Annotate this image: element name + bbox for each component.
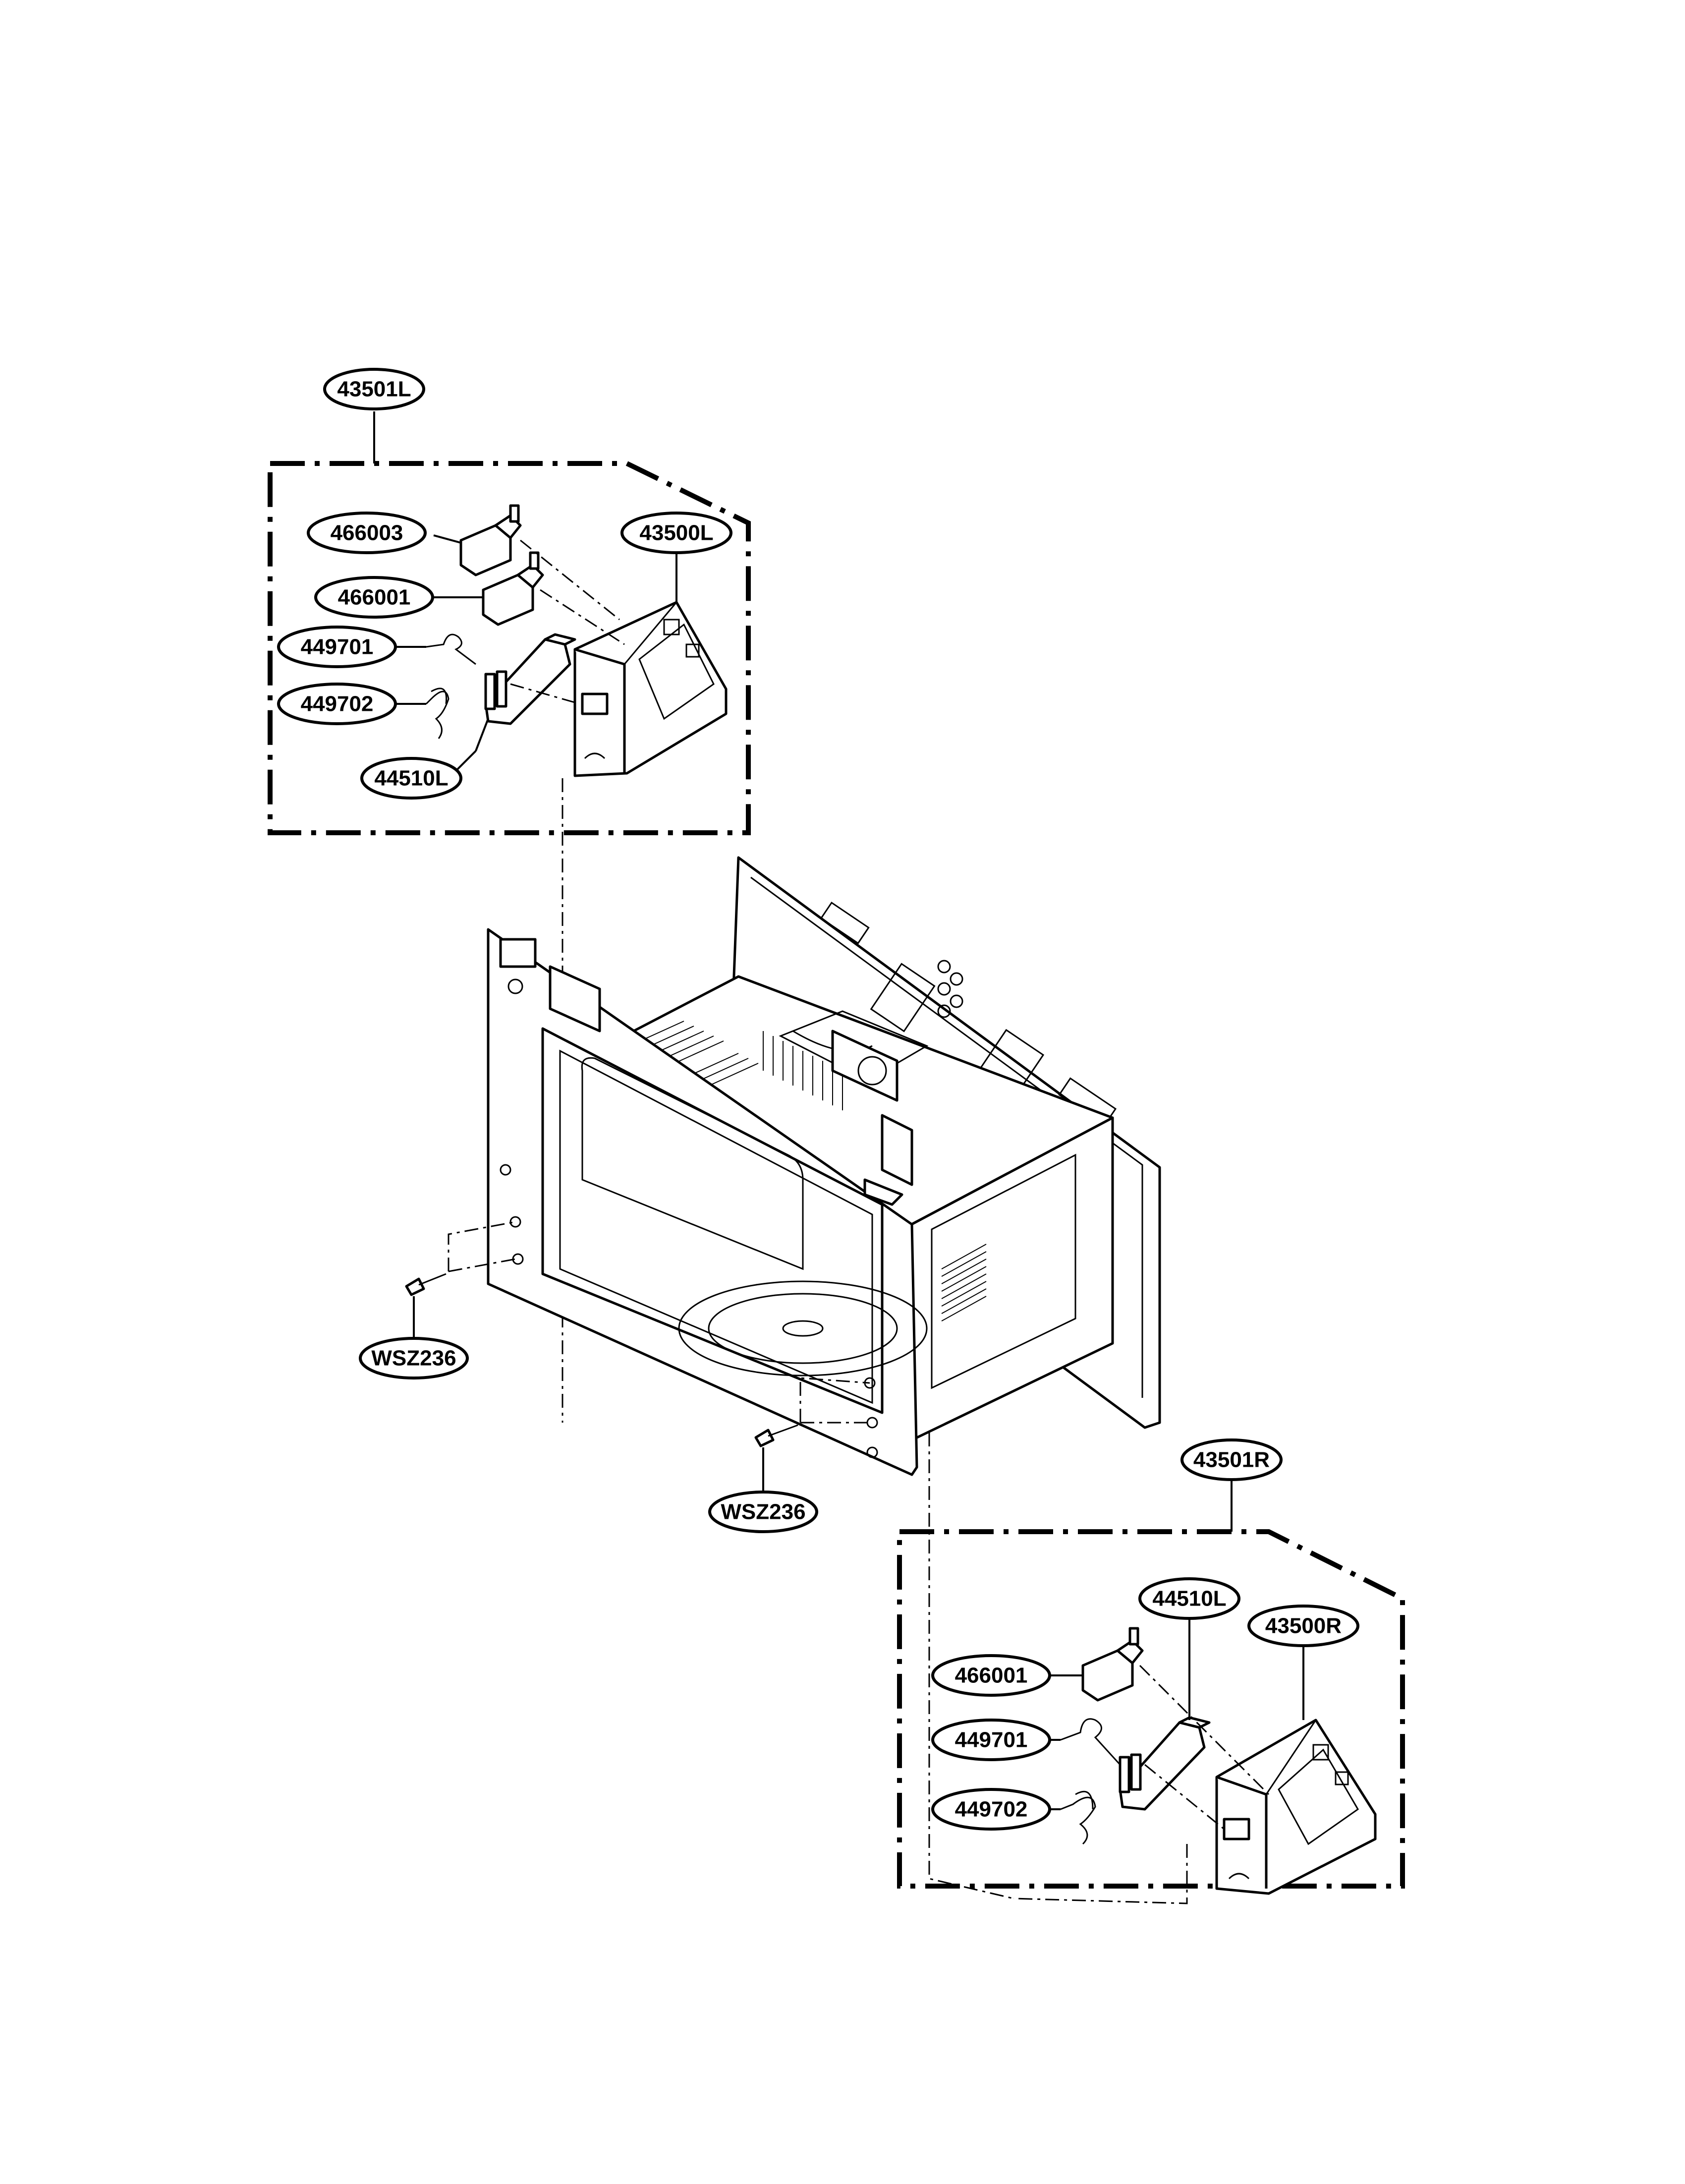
svg-text:43500R: 43500R	[1265, 1614, 1342, 1638]
switch-466003	[433, 504, 522, 576]
assembly-box-43501L	[268, 411, 751, 835]
callout-43500L: 43500L	[620, 512, 732, 554]
svg-text:449702: 449702	[301, 692, 374, 716]
svg-text:WSZ236: WSZ236	[721, 1500, 805, 1524]
latch-44510L-bottom	[1119, 1618, 1211, 1811]
callout-449702-top: 449702	[277, 683, 426, 725]
svg-text:44510L: 44510L	[374, 766, 448, 791]
assembly-box-43501R	[897, 1480, 1405, 1889]
spring-449702-bottom	[1060, 1790, 1096, 1845]
callout-449701-bottom: 449701	[931, 1719, 1061, 1761]
callout-466001-top: 466001	[314, 576, 434, 619]
oven-cavity-frame	[487, 856, 1161, 1476]
svg-text:43501R: 43501R	[1193, 1448, 1270, 1472]
callout-43501L: 43501L	[323, 368, 425, 410]
svg-text:466001: 466001	[955, 1664, 1028, 1688]
svg-text:43500L: 43500L	[639, 521, 713, 545]
switch-466001-bottom	[1051, 1627, 1144, 1702]
callout-449701-top: 449701	[277, 626, 426, 668]
spring-449702-top	[425, 688, 449, 739]
svg-text:466003: 466003	[331, 521, 403, 545]
callout-wsz236-left: WSZ236	[359, 1337, 469, 1379]
callout-466001-bottom: 466001	[931, 1654, 1051, 1697]
callout-449702-bottom: 449702	[931, 1788, 1061, 1831]
callout-43500R: 43500R	[1247, 1605, 1359, 1647]
svg-text:44510L: 44510L	[1152, 1587, 1226, 1611]
alignment-lines-bottom	[1013, 1665, 1270, 1904]
callout-466003: 466003	[307, 512, 427, 554]
svg-text:449701: 449701	[301, 635, 374, 659]
svg-text:WSZ236: WSZ236	[371, 1346, 456, 1371]
svg-text:449701: 449701	[955, 1728, 1028, 1752]
spring-449701-top	[426, 633, 476, 665]
callout-44510L-bottom: 44510L	[1138, 1577, 1240, 1620]
svg-text:449702: 449702	[955, 1797, 1028, 1822]
screw-wsz236-left	[405, 1221, 516, 1338]
svg-text:466001: 466001	[338, 585, 411, 610]
svg-text:43501L: 43501L	[337, 377, 411, 402]
screw-wsz236-mid	[754, 1377, 872, 1492]
callout-43501R: 43501R	[1180, 1438, 1283, 1481]
switch-466001-top	[434, 551, 544, 626]
callout-wsz236-mid: WSZ236	[708, 1491, 818, 1533]
bracket-43500L	[573, 550, 728, 777]
callout-44510L-top: 44510L	[360, 750, 477, 800]
latch-44510L-top	[475, 633, 576, 751]
spring-449701-bottom	[1060, 1718, 1121, 1766]
bracket-43500R	[1215, 1646, 1377, 1895]
